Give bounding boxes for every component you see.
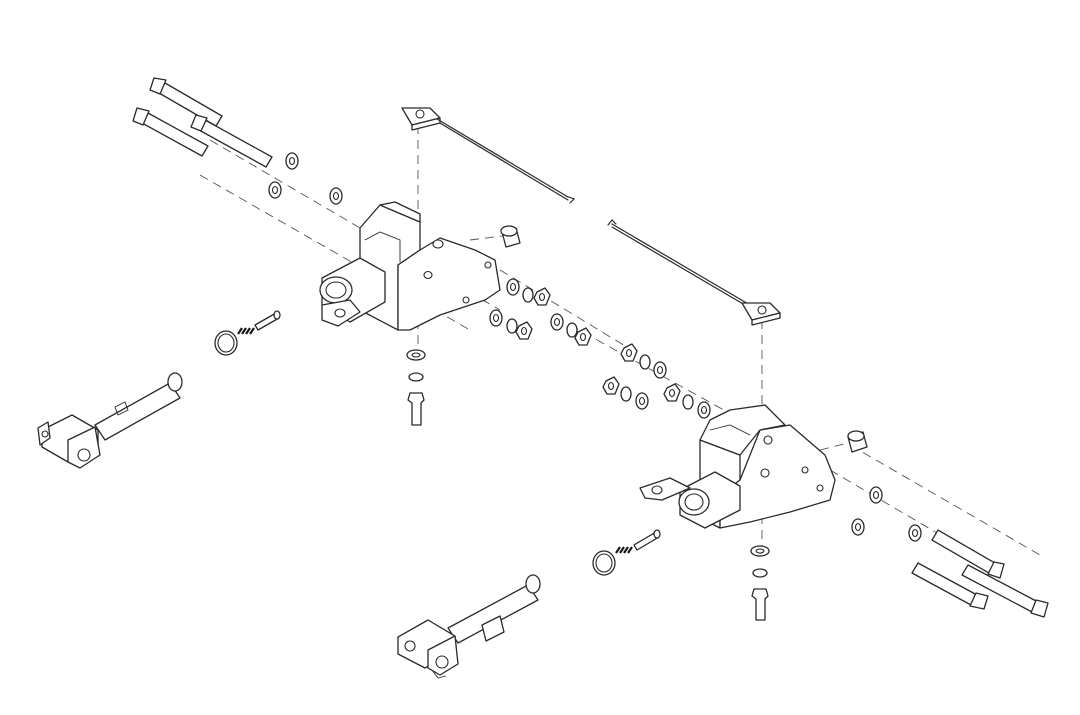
left-pin-shaft [94,382,181,441]
lock-washer [620,386,632,402]
left-bracket-hole [484,261,492,269]
right-cable-assembly [607,219,781,326]
right-spring [615,546,633,554]
right-bolt-top [931,529,1005,579]
right-bracket-hole [816,484,824,492]
right-pin-set [592,529,661,576]
right-vertical-hardware [750,545,770,621]
centerlines [199,125,1041,571]
right-bracket-hole [760,468,770,478]
right-cable-wire [611,223,751,306]
right-bracket-side-plate [719,424,836,529]
lock-washer [506,318,518,334]
lock-washer [682,394,694,410]
right-bracket-hole [763,435,773,445]
left-cable-tab-hole [415,109,425,119]
lock-washer [752,568,768,578]
left-cable-assembly [401,107,576,204]
right-bolt-middle [961,564,1049,618]
left-spacer [500,225,521,248]
vertical-bolt [751,588,769,621]
left-cable-hook [565,195,576,204]
centerline-left-upper-bolt [209,139,501,311]
lock-washer [639,354,651,370]
left-long-bolts [132,77,273,168]
centerline-left-hardware [499,269,641,356]
left-bolt-top [149,77,223,127]
right-hardware-stack [602,343,711,419]
left-bracket-hole [462,296,470,304]
right-bracket-hole [801,466,809,474]
right-clevis-pin [397,574,541,679]
left-cable-wire [436,118,569,198]
right-bolt-washers [851,486,922,542]
lock-washer [408,372,424,382]
left-pin-set [214,310,281,356]
left-spring [237,327,255,335]
left-hitch-bracket [319,201,501,331]
right-cable-hook [607,219,617,226]
right-long-bolts [911,529,1049,618]
right-bracket-pin-tab [639,477,691,501]
left-bolt-washers [268,152,343,205]
lock-washer [522,287,534,303]
left-clevis-pin [37,372,183,469]
right-bolt-bottom [911,562,989,610]
left-bolt-middle [190,114,273,168]
left-vertical-hardware [406,349,426,426]
vertical-bolt [407,392,425,426]
left-bracket-hole [432,239,444,249]
left-bracket-hole [423,270,433,280]
right-pin-collar [481,615,505,642]
right-cable-tab-hole [757,305,767,315]
right-bracket-top [699,404,786,456]
left-hardware-stack [489,278,592,346]
right-spacer [847,430,868,453]
left-bolt-bottom [132,107,209,157]
centerline-right-upper-bolt [849,444,1041,556]
centerline-right-lower-bolt [829,469,1001,571]
lock-washer [566,322,578,338]
right-hitch-bracket [639,404,836,529]
